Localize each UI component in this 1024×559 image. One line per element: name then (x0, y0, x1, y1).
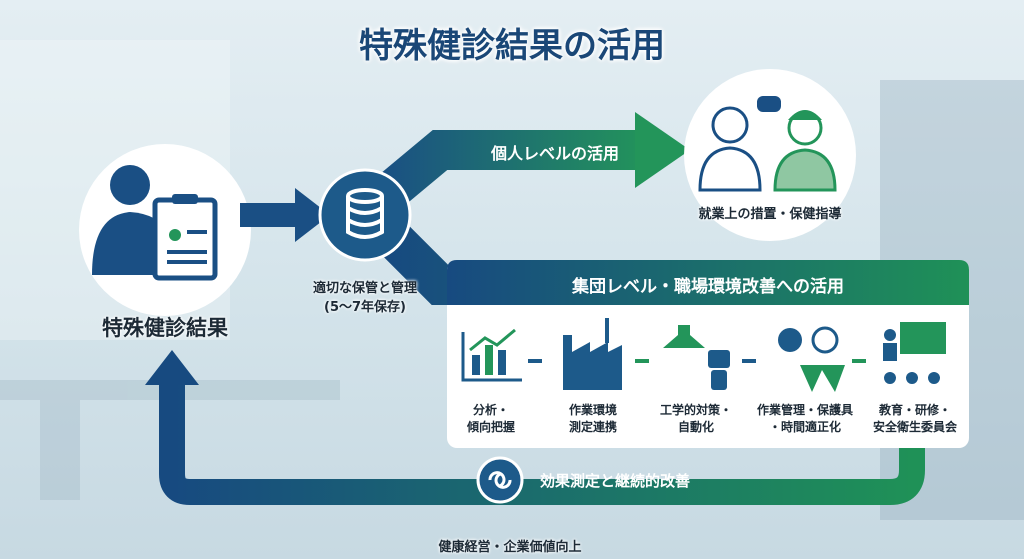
individual-result-circle (684, 69, 856, 241)
individual-arrow-label: 個人レベルの活用 (490, 144, 619, 163)
step-analysis: 分析・傾向把握 (466, 403, 515, 434)
footer-label: 健康経営・企業価値向上 (438, 540, 582, 555)
chart-icon (461, 328, 522, 382)
cycle-arrow (145, 350, 925, 505)
storage-label-line2: (5〜7年保存) (324, 300, 406, 315)
group-header-label: 集団レベル・職場環境改善への活用 (572, 277, 844, 297)
page-title: 特殊健診結果の活用 (359, 26, 665, 66)
database-icon (346, 188, 384, 239)
step-education: 教育・研修・安全衛生委員会 (872, 403, 957, 434)
doctor-worker-icon (698, 96, 837, 192)
step-engineering: 工学的対策・自動化 (659, 403, 732, 434)
individual-result-label: 就業上の措置・保健指導 (698, 207, 842, 222)
training-icon (883, 322, 946, 384)
mask-clock-gloves-icon (778, 326, 845, 392)
cycle-circle (476, 456, 524, 504)
group-panel-header (447, 260, 969, 305)
step-work-management: 作業管理・保護具・時間適正化 (756, 403, 853, 434)
refresh-icon (488, 471, 512, 489)
hood-robot-icon (663, 325, 730, 390)
cycle-label: 効果測定と継続的改善 (540, 472, 691, 490)
individual-arrow (367, 130, 650, 216)
person-clipboard-icon (92, 165, 218, 281)
factory-icon (563, 318, 622, 390)
arrow-to-storage (295, 188, 330, 242)
source-label: 特殊健診結果 (102, 316, 228, 340)
storage-label-line1: 適切な保管と管理 (312, 281, 417, 296)
step-environment-measurement: 作業環境測定連携 (568, 403, 617, 434)
